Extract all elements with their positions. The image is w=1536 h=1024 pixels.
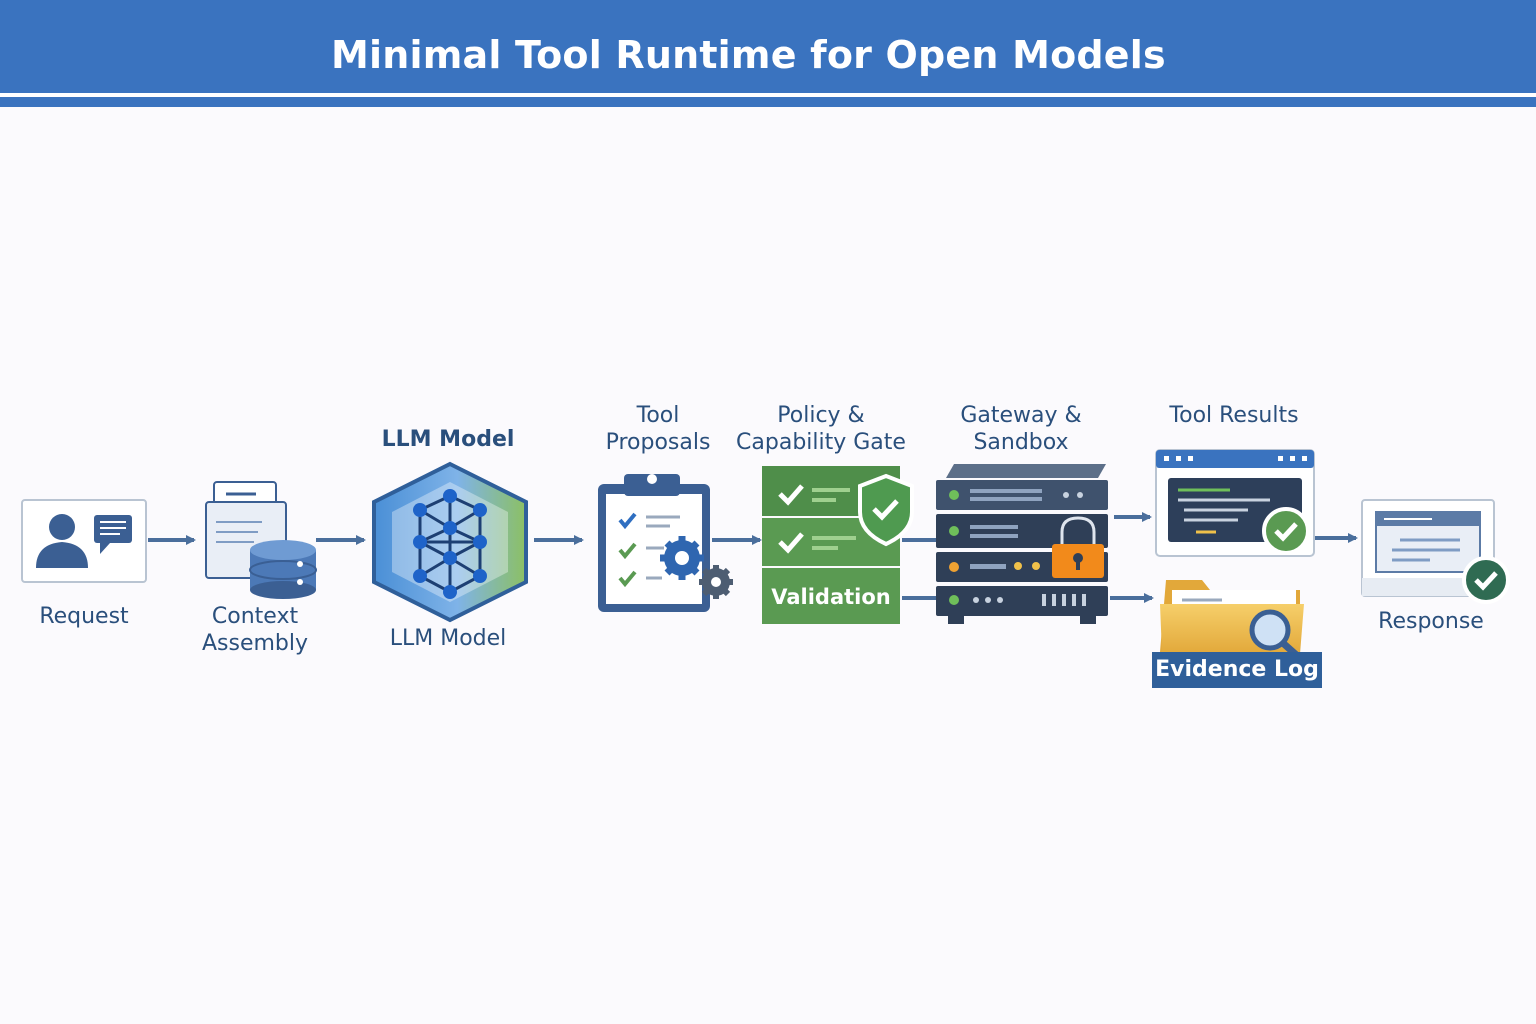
user-message-icon <box>21 499 147 583</box>
response-label: Response <box>1378 609 1484 634</box>
document-check-icon <box>1361 499 1510 604</box>
tool-results-label: Tool Results <box>1169 403 1299 428</box>
documents-database-icon <box>205 481 317 599</box>
browser-check-icon <box>1155 449 1315 557</box>
context-assembly-label: Context Assembly <box>180 603 330 657</box>
server-rack-lock-icon <box>936 464 1108 624</box>
request-label: Request <box>39 604 129 629</box>
header-bar <box>0 0 1536 93</box>
neural-network-hexagon-icon <box>372 461 528 623</box>
policy-label-line2: Capability Gate <box>736 430 906 455</box>
proposals-label-line1: Tool <box>636 403 680 428</box>
context-label-line1: Context <box>211 604 299 629</box>
context-label-line2: Assembly <box>201 631 309 656</box>
gateway-label-line2: Sandbox <box>973 430 1069 455</box>
llm-bottom-label: LLM Model <box>389 626 507 651</box>
validation-label: Validation <box>771 585 891 609</box>
shield-check-icon <box>762 466 914 624</box>
gear-icon-small <box>699 565 733 599</box>
gear-icon <box>660 536 704 580</box>
llm-top-label: LLM Model <box>381 427 515 452</box>
page-title: Minimal Tool Runtime for Open Models <box>331 33 1166 77</box>
tool-proposals-label: Tool Proposals <box>590 402 726 456</box>
proposals-label-line2: Proposals <box>605 430 711 455</box>
evidence-log-label: Evidence Log <box>1155 657 1319 682</box>
clipboard-gears-icon <box>598 474 733 612</box>
header-divider <box>0 93 1536 97</box>
gateway-sandbox-label: Gateway & Sandbox <box>936 402 1106 456</box>
gateway-label-line1: Gateway & <box>960 403 1082 428</box>
policy-gate-label: Policy & Capability Gate <box>730 402 912 456</box>
lock-icon <box>1052 514 1104 578</box>
policy-label-line1: Policy & <box>777 403 865 428</box>
folder-magnifier-icon <box>1152 580 1322 688</box>
header-underline <box>0 97 1536 107</box>
